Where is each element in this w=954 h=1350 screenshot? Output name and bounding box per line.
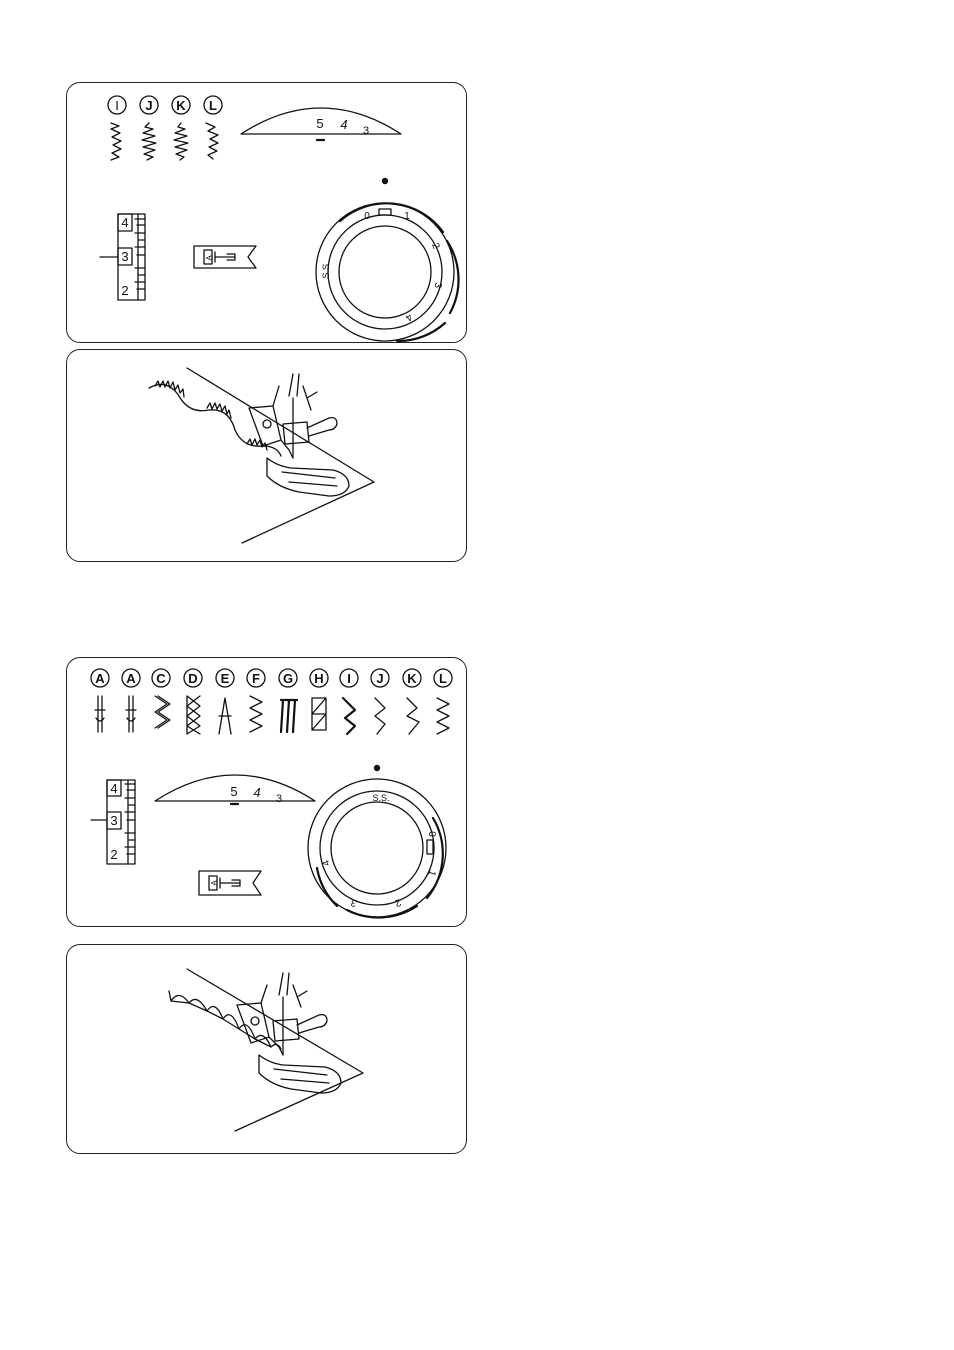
stitch-pattern-icons-bottom <box>95 696 449 734</box>
sewing-illustration-panel-top <box>66 349 467 562</box>
stitch-icon-f <box>250 696 262 732</box>
pattern-letter-a-2: A <box>122 669 140 687</box>
stitch-icon-k <box>174 123 188 160</box>
svg-text:D: D <box>188 671 197 686</box>
pattern-letter-a-1: A <box>91 669 109 687</box>
stitch-icon-k <box>407 698 419 734</box>
stitch-icon-i <box>111 123 121 160</box>
svg-text:A: A <box>210 880 219 886</box>
svg-text:A: A <box>126 671 136 686</box>
pattern-letter-g: G <box>279 669 297 687</box>
stitch-selector-dial-top: 0 1 2 3 4 S.S. <box>316 178 459 341</box>
settings-diagram-bottom: A A C D E F G H I J K L <box>67 658 468 928</box>
pattern-letter-i: I <box>108 96 126 114</box>
svg-text:4: 4 <box>403 311 415 323</box>
pattern-letter-j: J <box>140 96 158 114</box>
svg-text:4: 4 <box>340 117 347 132</box>
pattern-letter-d: D <box>184 669 202 687</box>
pattern-letter-l: L <box>434 669 452 687</box>
pattern-letter-c: C <box>152 669 170 687</box>
svg-text:5: 5 <box>230 784 237 799</box>
stitch-icon-h <box>312 698 326 730</box>
svg-text:4: 4 <box>253 785 260 800</box>
pattern-letter-k: K <box>403 669 421 687</box>
pattern-letters-bottom: A A C D E F G H I J K L <box>91 669 452 687</box>
stitch-icon-e <box>219 698 231 734</box>
stitch-icon-g <box>281 700 297 732</box>
svg-text:2: 2 <box>121 283 128 298</box>
svg-text:J: J <box>145 98 152 113</box>
stitch-pattern-icons-top <box>111 123 218 160</box>
sewing-illustration-top <box>67 350 468 563</box>
pattern-letter-h: H <box>310 669 328 687</box>
stitch-width-scale-top: 4 3 2 <box>100 214 145 300</box>
stitch-icon-a-2 <box>126 696 136 732</box>
svg-text:5: 5 <box>316 116 323 131</box>
svg-text:K: K <box>176 98 186 113</box>
settings-panel-bottom: A A C D E F G H I J K L <box>66 657 467 927</box>
svg-text:3: 3 <box>432 282 443 289</box>
sewing-illustration-bottom <box>67 945 468 1155</box>
pattern-letters-top: I J K L <box>108 96 222 114</box>
svg-text:2: 2 <box>429 242 441 251</box>
stitch-width-scale-bottom: 4 3 2 <box>91 780 135 864</box>
stitch-length-scale-bottom: 5 4 3 <box>155 775 315 805</box>
svg-text:S.S.: S.S. <box>321 261 331 278</box>
fabric-outline-bottom <box>187 969 363 1131</box>
stitch-icon-i <box>343 698 355 734</box>
svg-text:3: 3 <box>363 125 369 137</box>
svg-text:H: H <box>314 671 323 686</box>
settings-diagram-top: I J K L 5 4 3 <box>67 83 468 344</box>
pattern-letter-e: E <box>216 669 234 687</box>
svg-text:L: L <box>209 98 217 113</box>
pattern-letter-f: F <box>247 669 265 687</box>
stitch-length-scale-top: 5 4 3 <box>241 108 401 140</box>
svg-text:F: F <box>252 671 260 686</box>
stitch-icon-l <box>206 123 218 159</box>
stitch-icon-a-1 <box>95 696 105 732</box>
presser-foot-illustration-top <box>249 374 349 496</box>
stitch-icon-j <box>375 698 385 734</box>
svg-text:4: 4 <box>121 215 128 230</box>
pattern-letter-k: K <box>172 96 190 114</box>
stitch-icon-d <box>187 696 200 734</box>
svg-text:0: 0 <box>364 211 370 222</box>
svg-text:2: 2 <box>110 847 117 862</box>
svg-text:3: 3 <box>121 249 128 264</box>
svg-text:3: 3 <box>276 793 282 805</box>
stitch-icon-j <box>142 123 156 160</box>
stitch-selector-dial-bottom: 0 1 2 3 4 S.S. <box>308 765 446 918</box>
svg-text:E: E <box>221 671 230 686</box>
pattern-letter-i: I <box>340 669 358 687</box>
svg-text:1: 1 <box>404 211 410 222</box>
presser-foot-a-icon-bottom: A <box>199 871 261 895</box>
settings-panel-top: I J K L 5 4 3 <box>66 82 467 343</box>
svg-text:K: K <box>407 671 417 686</box>
stitch-icon-l <box>437 698 449 734</box>
svg-text:L: L <box>439 671 447 686</box>
sewing-illustration-panel-bottom <box>66 944 467 1154</box>
stitch-icon-c <box>155 696 170 728</box>
presser-foot-a-icon-top: A <box>194 246 256 268</box>
svg-text:A: A <box>205 255 214 261</box>
pattern-letter-j: J <box>371 669 389 687</box>
pattern-letter-l: L <box>204 96 222 114</box>
svg-text:S.S.: S.S. <box>372 793 389 803</box>
svg-text:J: J <box>376 671 383 686</box>
svg-text:4: 4 <box>110 781 117 796</box>
svg-text:0: 0 <box>426 831 437 837</box>
svg-text:A: A <box>95 671 105 686</box>
svg-text:C: C <box>156 671 166 686</box>
svg-text:4: 4 <box>320 858 332 867</box>
svg-text:3: 3 <box>110 813 117 828</box>
svg-text:I: I <box>115 98 119 113</box>
svg-text:G: G <box>283 671 293 686</box>
svg-text:I: I <box>347 671 351 686</box>
